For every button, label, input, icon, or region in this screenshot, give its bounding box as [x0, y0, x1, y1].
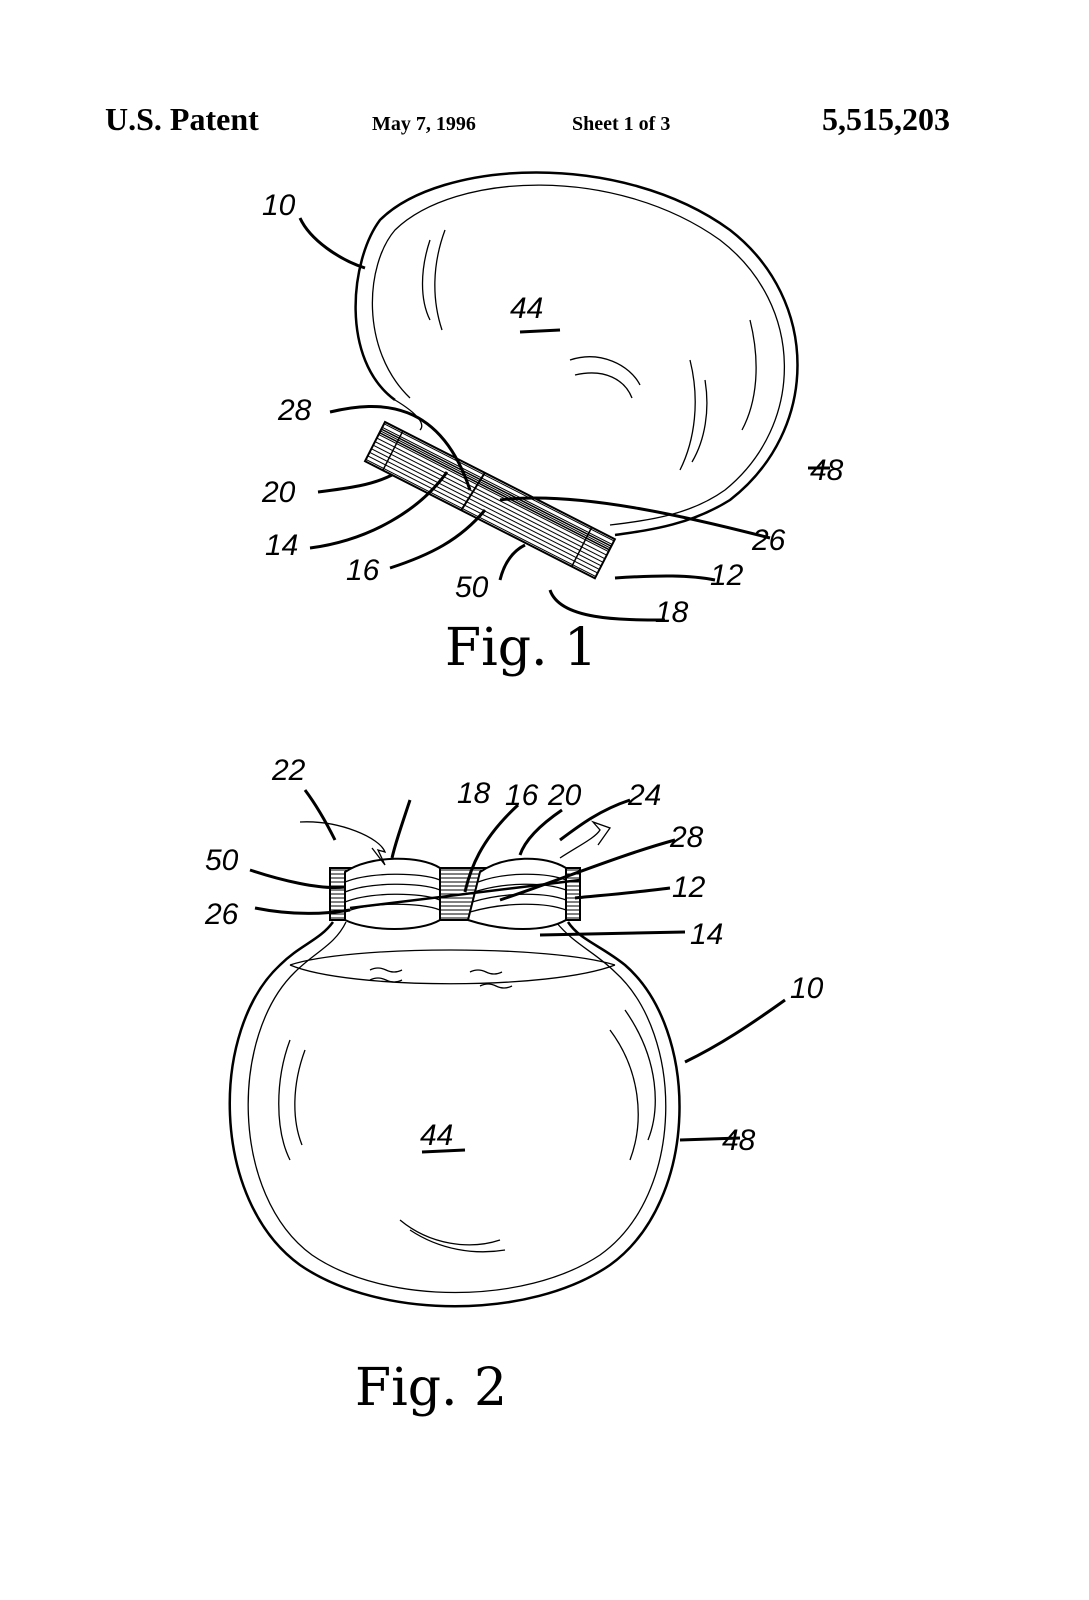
fig1-label-10: 10 — [262, 189, 296, 222]
fig2-label-50: 50 — [205, 844, 239, 877]
fig1-label-26: 26 — [751, 524, 786, 557]
fig1-label-14: 14 — [265, 529, 298, 562]
fig1-label-18: 18 — [655, 596, 689, 629]
fig2-balloon — [228, 921, 681, 1308]
fig1-label-16: 16 — [346, 554, 380, 587]
header-title: U.S. Patent — [105, 101, 259, 137]
fig2-caption: Fig. 2 — [355, 1358, 507, 1418]
fig1-label-28: 28 — [277, 394, 312, 427]
fig2-label-28: 28 — [669, 821, 704, 854]
fig1-label-12: 12 — [710, 559, 744, 592]
fig2-label-12: 12 — [672, 871, 706, 904]
header-patent-number: 5,515,203 — [822, 101, 950, 137]
fig1-label-20: 20 — [261, 476, 296, 509]
header-date: May 7, 1996 — [372, 113, 476, 135]
fig1-balloon — [354, 171, 799, 537]
fig2-label-16: 16 — [505, 779, 539, 812]
fig2-label-26: 26 — [204, 898, 239, 931]
fig2-label-22: 22 — [271, 754, 306, 787]
fig2-label-10: 10 — [790, 972, 824, 1005]
fig2-label-24: 24 — [627, 779, 661, 812]
fig1-label-48: 48 — [810, 454, 844, 487]
fig1-label-44: 44 — [510, 292, 543, 325]
fig2-label-44: 44 — [420, 1119, 453, 1152]
fig1-collar — [363, 420, 617, 580]
fig2-label-20: 20 — [547, 779, 582, 812]
fig2-label-18: 18 — [457, 777, 491, 810]
figure-2: 22 18 16 20 24 28 50 12 26 14 10 44 48 F… — [204, 754, 824, 1418]
fig1-caption: Fig. 1 — [445, 618, 597, 678]
figure-1: 10 44 28 48 20 14 26 16 12 50 18 Fig. 1 — [261, 171, 844, 678]
fig2-label-14: 14 — [690, 918, 723, 951]
fig2-collar — [329, 857, 581, 930]
fig1-label-50: 50 — [455, 571, 489, 604]
header-sheet: Sheet 1 of 3 — [572, 113, 670, 135]
fig2-label-48: 48 — [722, 1124, 756, 1157]
